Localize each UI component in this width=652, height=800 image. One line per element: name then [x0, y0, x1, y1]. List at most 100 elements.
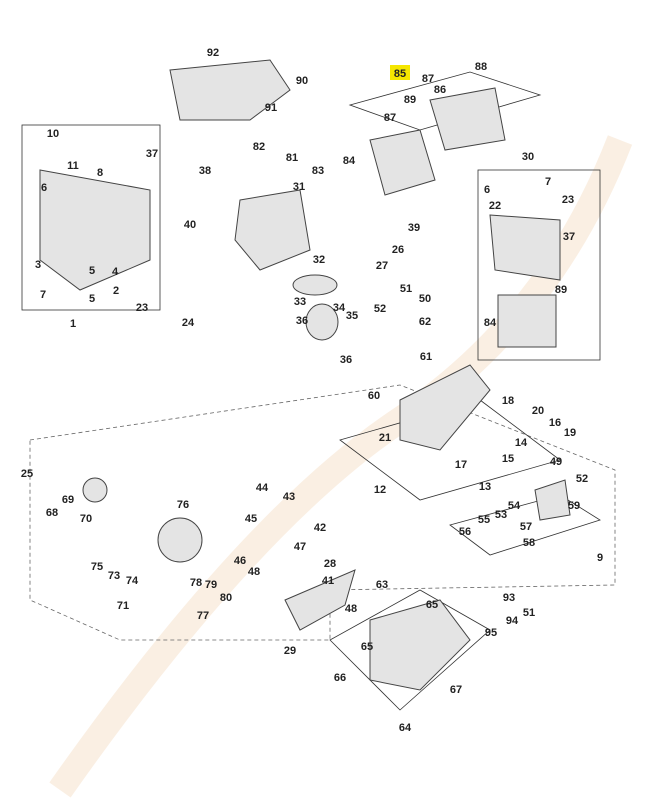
part-label-59: 59 — [568, 500, 580, 512]
part-label-87: 87 — [384, 112, 396, 124]
part-label-38: 38 — [199, 165, 211, 177]
group-box-muffler — [348, 71, 542, 131]
part-label-85: 85 — [394, 68, 406, 80]
part-label-5: 5 — [89, 293, 95, 305]
group-box-cover — [329, 589, 491, 711]
part-label-51: 51 — [523, 607, 535, 619]
part-label-6: 6 — [484, 184, 490, 196]
part-label-1: 1 — [70, 318, 76, 330]
part-label-34: 34 — [333, 302, 346, 314]
part-label-51: 51 — [400, 283, 412, 295]
part-label-52: 52 — [576, 473, 588, 485]
dashed-group — [29, 384, 616, 641]
part-label-9: 9 — [597, 552, 603, 564]
part-label-4: 4 — [112, 266, 119, 278]
part-label-31: 31 — [293, 181, 305, 193]
part-label-90: 90 — [296, 75, 308, 87]
muffler-part — [369, 129, 436, 196]
housing-part — [399, 364, 491, 451]
part-label-25: 25 — [21, 468, 33, 480]
part-label-87: 87 — [422, 73, 434, 85]
part-label-12: 12 — [374, 484, 386, 496]
part-label-75: 75 — [91, 561, 103, 573]
part-label-14: 14 — [515, 437, 528, 449]
part-label-27: 27 — [376, 260, 388, 272]
part-label-24: 24 — [182, 317, 195, 329]
part-label-67: 67 — [450, 684, 462, 696]
part-label-7: 7 — [545, 176, 551, 188]
part-label-42: 42 — [314, 522, 326, 534]
part-label-29: 29 — [284, 645, 296, 657]
gasket-part — [489, 214, 561, 281]
part-label-36: 36 — [340, 354, 352, 366]
part-label-55: 55 — [478, 514, 490, 526]
part-label-57: 57 — [520, 521, 532, 533]
part-label-53: 53 — [495, 509, 507, 521]
part-label-74: 74 — [126, 575, 139, 587]
part-label-64: 64 — [399, 722, 412, 734]
part-label-45: 45 — [245, 513, 257, 525]
part-label-16: 16 — [549, 417, 561, 429]
group-box-kit — [477, 169, 601, 361]
part-label-48: 48 — [345, 603, 357, 615]
part-label-61: 61 — [420, 351, 432, 363]
part-label-56: 56 — [459, 526, 471, 538]
muffler-cover-part — [429, 87, 506, 151]
part-label-93: 93 — [503, 592, 515, 604]
part-label-73: 73 — [108, 570, 120, 582]
highlight-marker — [390, 65, 410, 80]
part-label-2: 2 — [113, 285, 119, 297]
starter-part — [82, 477, 108, 503]
part-label-36: 36 — [296, 315, 308, 327]
part-label-62: 62 — [419, 316, 431, 328]
part-label-10: 10 — [47, 128, 59, 140]
part-label-86: 86 — [434, 84, 446, 96]
part-label-65: 65 — [361, 641, 373, 653]
part-label-22: 22 — [489, 200, 501, 212]
part-label-33: 33 — [294, 296, 306, 308]
oil-pump-part — [534, 479, 571, 521]
part-label-92: 92 — [207, 47, 219, 59]
part-label-26: 26 — [392, 244, 404, 256]
part-label-88: 88 — [475, 61, 487, 73]
part-label-83: 83 — [312, 165, 324, 177]
part-label-13: 13 — [479, 481, 491, 493]
part-label-52: 52 — [374, 303, 386, 315]
part-label-43: 43 — [283, 491, 295, 503]
part-label-50: 50 — [419, 293, 431, 305]
part-label-78: 78 — [190, 577, 202, 589]
part-label-30: 30 — [522, 151, 534, 163]
part-label-32: 32 — [313, 254, 325, 266]
part-label-58: 58 — [523, 537, 535, 549]
clutch-drum-part — [157, 517, 203, 563]
part-label-17: 17 — [455, 459, 467, 471]
part-label-60: 60 — [368, 390, 380, 402]
piston-part — [305, 303, 339, 341]
part-label-91: 91 — [265, 102, 277, 114]
part-label-48: 48 — [248, 566, 260, 578]
part-label-37: 37 — [563, 231, 575, 243]
part-label-95: 95 — [485, 627, 497, 639]
part-label-18: 18 — [502, 395, 514, 407]
shroud-part — [169, 59, 291, 121]
cylinder-part — [234, 189, 311, 271]
part-label-15: 15 — [502, 453, 514, 465]
part-label-8: 8 — [97, 167, 103, 179]
part-label-84: 84 — [484, 317, 497, 329]
part-label-28: 28 — [324, 558, 336, 570]
part-label-77: 77 — [197, 610, 209, 622]
part-label-46: 46 — [234, 555, 246, 567]
group-box-crankcase — [21, 124, 161, 311]
part-label-68: 68 — [46, 507, 58, 519]
piston-ring-part — [292, 274, 338, 296]
part-label-54: 54 — [508, 500, 521, 512]
part-label-49: 49 — [550, 456, 562, 468]
part-label-37: 37 — [146, 148, 158, 160]
part-label-3: 3 — [35, 259, 41, 271]
part-label-65: 65 — [426, 599, 438, 611]
part-label-82: 82 — [253, 141, 265, 153]
part-label-44: 44 — [256, 482, 269, 494]
part-label-41: 41 — [322, 575, 334, 587]
part-label-84: 84 — [343, 155, 356, 167]
